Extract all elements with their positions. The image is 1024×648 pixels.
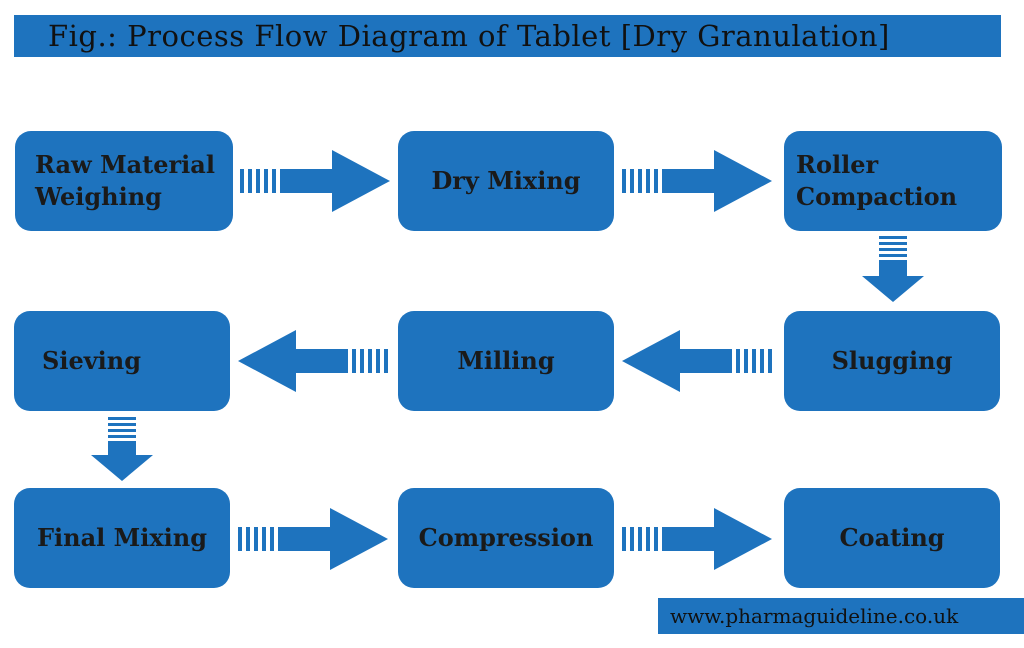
arrow-right-icon	[622, 508, 772, 570]
step-raw-material-weighing: Raw Material Weighing	[15, 131, 233, 231]
step-label-coating: Coating	[839, 522, 945, 552]
step-label-dry-mixing: Dry Mixing	[431, 165, 581, 195]
arrow-left-icon	[238, 330, 388, 392]
arrow-left-icon	[622, 330, 772, 392]
arrow-right-icon	[238, 508, 388, 570]
step-final-mixing: Final Mixing	[14, 488, 230, 588]
step-milling: Milling	[398, 311, 614, 411]
arrow-down-icon	[91, 417, 153, 481]
step-label-final-mixing: Final Mixing	[37, 522, 207, 552]
step-label-slugging: Slugging	[831, 345, 953, 375]
step-roller-compaction: Roller Compaction	[784, 131, 1002, 231]
step-label-roller: Roller	[796, 149, 879, 179]
step-coating: Coating	[784, 488, 1000, 588]
step-label-raw-material: Raw Material	[35, 149, 215, 179]
diagram-title: Fig.: Process Flow Diagram of Tablet [Dr…	[48, 19, 890, 53]
arrow-right-icon	[240, 150, 390, 212]
step-label-milling: Milling	[457, 345, 555, 375]
step-compression: Compression	[398, 488, 614, 588]
arrow-down-icon	[862, 236, 924, 302]
website-url: www.pharmaguideline.co.uk	[670, 604, 959, 628]
step-label-compression: Compression	[418, 522, 594, 552]
step-dry-mixing: Dry Mixing	[398, 131, 614, 231]
step-label-weighing: Weighing	[35, 182, 162, 211]
step-sieving: Sieving	[14, 311, 230, 411]
step-label-compaction: Compaction	[796, 182, 958, 211]
arrow-right-icon	[622, 150, 772, 212]
title-banner: Fig.: Process Flow Diagram of Tablet [Dr…	[14, 15, 1001, 57]
step-label-sieving: Sieving	[42, 345, 142, 375]
website-banner: www.pharmaguideline.co.uk	[658, 598, 1024, 634]
step-slugging: Slugging	[784, 311, 1000, 411]
